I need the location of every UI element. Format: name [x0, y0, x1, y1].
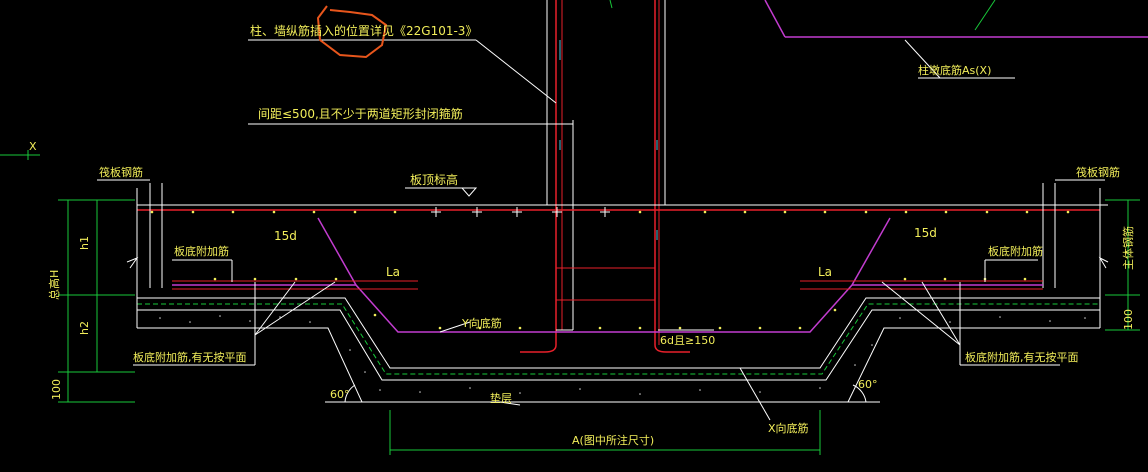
add-bar-note-left: 板底附加筋,有无按平面 [133, 350, 247, 364]
pile-cap-bottom-x: 柱墩底筋As(X) [918, 63, 991, 77]
d15-right-label: 15d [914, 226, 937, 240]
a-dim-label: A(图中所注尺寸) [572, 433, 654, 447]
x-axis-marker [0, 150, 40, 160]
pile-cap-top-right [764, 0, 1148, 79]
raft-rebar-right: 筏板钢筋 [1076, 165, 1120, 179]
d15-left-label: 15d [274, 229, 297, 243]
angle-left-label: 60° [330, 388, 350, 401]
hook-label: 6d且≥150 [660, 334, 715, 347]
total-h-label: 总高H [47, 270, 61, 300]
note-leaders [97, 39, 1105, 197]
raft-top-elev: 板顶标高 [410, 172, 458, 187]
column-note: 柱、墙纵筋插入的位置详见《22G101-3》 [250, 23, 477, 38]
angle-right-label: 60° [858, 378, 878, 391]
add-bar-note-right: 板底附加筋,有无按平面 [965, 350, 1079, 364]
la-left-label: La [386, 265, 400, 279]
orange-circle-annotation [316, 5, 388, 59]
y-bottom-label: Y向底筋 [461, 316, 502, 330]
add-bar-left: 板底附加筋 [174, 244, 229, 258]
dim-100-right: 100 [1122, 309, 1135, 330]
x-axis-label: X [29, 140, 37, 153]
right-vertical-label: 主体钢筋 [1121, 226, 1135, 270]
dim-100-left: 100 [50, 379, 63, 400]
magenta-bottom-bars [172, 217, 1043, 333]
add-bar-right: 板底附加筋 [988, 244, 1043, 258]
la-right-label: La [818, 265, 832, 279]
raft-top-rebars [136, 183, 1108, 288]
dimension-lines [58, 199, 1140, 455]
spacing-note: 间距≤500,且不少于两道矩形封闭箍筋 [258, 106, 463, 121]
h1-label: h1 [78, 236, 91, 250]
raft-rebar-left: 筏板钢筋 [99, 165, 143, 179]
cushion-label: 垫层 [490, 391, 512, 405]
x-bottom-label: X向底筋 [768, 421, 809, 435]
h2-label: h2 [78, 321, 91, 335]
column-lines [520, 0, 690, 353]
angle-arcs [325, 384, 880, 403]
bottom-leaders [133, 259, 1060, 421]
